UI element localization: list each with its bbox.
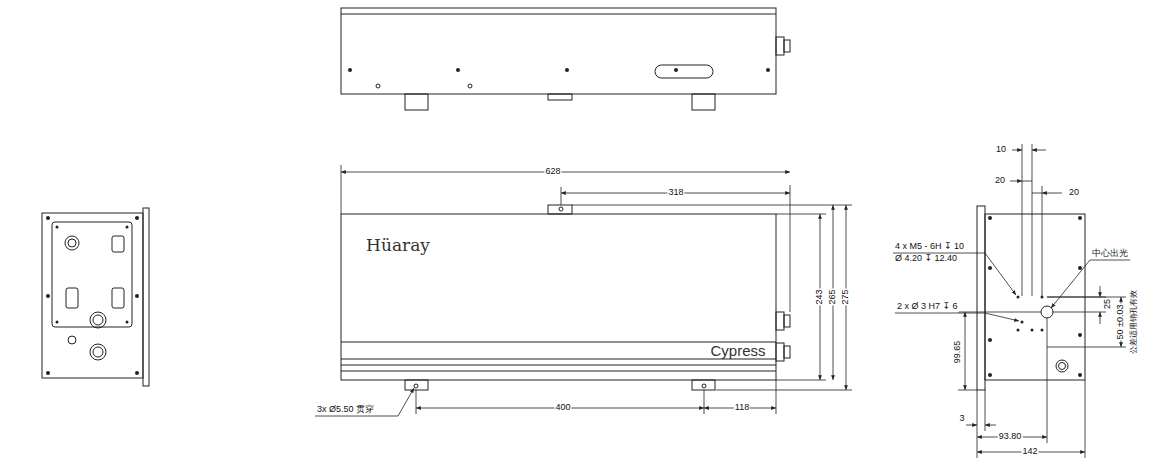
right-view [977,206,1085,390]
left-view [42,208,149,386]
dimension-label: 99.65 [953,340,963,365]
dimension-label: 318 [667,188,684,198]
top-view [341,8,790,110]
dimension-label: 628 [544,167,561,177]
dimension-label: 25 [1103,298,1113,310]
front-view [341,205,790,390]
dimension-label: 20 [1068,188,1080,198]
dimension-label: 4 x M5 - 6H ↧ 10 [894,242,965,252]
dimension-label: 275 [841,288,851,305]
dimension-label: 3 [958,414,965,424]
dimension-label: 400 [554,403,571,413]
dimension-label: Ø 4.20 ↧ 12.40 [894,254,958,264]
dimension-label: 142 [1021,447,1038,457]
dimension-label: 3x Ø5.50 贯穿 [316,405,375,415]
dimension-label: 公差适用销孔有效 [1130,289,1139,355]
dimension-label: 2 x Ø 3 H7 ↧ 6 [896,302,959,312]
brand-text: Hüaray [365,236,431,255]
dimension-label: 10 [995,145,1007,155]
dimension-lines [315,144,1130,458]
dimension-label: 中心出光 [1091,249,1129,259]
dimension-label: 20 [994,176,1006,186]
brand-text: Cypress [709,343,766,360]
dimension-label: 243 [815,288,825,305]
dimension-label: 118 [734,403,750,413]
dimension-label: 50 ±0.03 [1116,304,1126,341]
dimension-label: 265 [828,288,838,305]
dimension-label: 93.80 [998,432,1023,442]
